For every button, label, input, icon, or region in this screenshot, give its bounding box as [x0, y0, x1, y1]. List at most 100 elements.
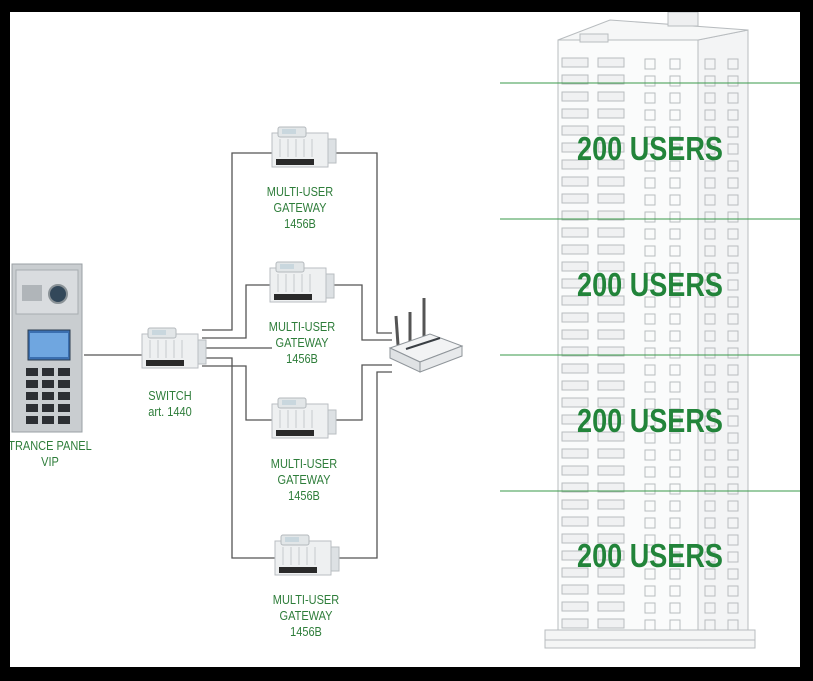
- zone-label-4: 200 USERS: [577, 537, 723, 574]
- window: [727, 58, 739, 70]
- window: [644, 415, 656, 427]
- window: [669, 262, 681, 274]
- window: [644, 551, 656, 563]
- window: [644, 381, 656, 393]
- window: [727, 483, 739, 495]
- window: [727, 109, 739, 121]
- balcony: [561, 431, 589, 442]
- balcony: [561, 125, 589, 136]
- balcony: [561, 414, 589, 425]
- window: [727, 381, 739, 393]
- window: [669, 177, 681, 189]
- window: [669, 602, 681, 614]
- gateway-label-line2: GATEWAY: [275, 336, 329, 350]
- window: [644, 483, 656, 495]
- window: [669, 585, 681, 597]
- window: [669, 381, 681, 393]
- window: [704, 619, 716, 631]
- window: [644, 619, 656, 631]
- balcony: [597, 261, 625, 272]
- window: [727, 517, 739, 529]
- window: [644, 245, 656, 257]
- balcony: [597, 380, 625, 391]
- balcony: [597, 363, 625, 374]
- window: [704, 313, 716, 325]
- window: [669, 296, 681, 308]
- balcony: [597, 244, 625, 255]
- balcony: [561, 567, 589, 578]
- window: [704, 245, 716, 257]
- balcony: [561, 363, 589, 374]
- window: [669, 143, 681, 155]
- balcony: [561, 516, 589, 527]
- switch-label: SWITCH art. 1440: [135, 388, 205, 420]
- diagram-svg: [11, 12, 800, 649]
- balcony: [561, 397, 589, 408]
- window: [644, 534, 656, 546]
- window: [644, 313, 656, 325]
- balcony: [597, 227, 625, 238]
- window: [669, 211, 681, 223]
- balcony: [597, 465, 625, 476]
- balcony: [597, 601, 625, 612]
- window: [644, 228, 656, 240]
- window: [704, 296, 716, 308]
- window: [704, 92, 716, 104]
- window: [669, 398, 681, 410]
- window: [669, 432, 681, 444]
- balcony: [597, 125, 625, 136]
- window: [727, 415, 739, 427]
- window: [727, 194, 739, 206]
- window: [727, 449, 739, 461]
- window: [644, 296, 656, 308]
- window: [669, 500, 681, 512]
- window: [669, 279, 681, 291]
- window: [704, 483, 716, 495]
- balcony: [597, 414, 625, 425]
- gateway-label-line3: 1456B: [286, 352, 318, 366]
- window: [704, 364, 716, 376]
- balcony: [597, 159, 625, 170]
- window: [704, 279, 716, 291]
- window: [727, 279, 739, 291]
- window: [704, 143, 716, 155]
- balcony: [597, 618, 625, 629]
- window: [644, 279, 656, 291]
- balcony: [597, 108, 625, 119]
- window: [704, 58, 716, 70]
- balcony: [561, 482, 589, 493]
- window: [704, 551, 716, 563]
- balcony: [597, 57, 625, 68]
- window: [669, 245, 681, 257]
- balcony: [597, 584, 625, 595]
- window: [704, 347, 716, 359]
- balcony: [561, 91, 589, 102]
- gateway-device-4: [274, 534, 340, 576]
- window: [704, 585, 716, 597]
- window: [669, 313, 681, 325]
- window: [704, 109, 716, 121]
- switch-device: [141, 327, 207, 369]
- entrance-panel-label-line1: TRANCE PANEL: [10, 439, 92, 453]
- diagram-canvas: TRANCE PANEL VIP SWITCH art. 1440 MULTI-…: [10, 12, 800, 667]
- window: [644, 330, 656, 342]
- window: [644, 364, 656, 376]
- gateway-device-3: [271, 397, 337, 439]
- gateway-label-line2: GATEWAY: [273, 201, 327, 215]
- window: [727, 551, 739, 563]
- balcony: [561, 227, 589, 238]
- window: [669, 126, 681, 138]
- window: [669, 466, 681, 478]
- balcony: [561, 550, 589, 561]
- window: [644, 432, 656, 444]
- gateway-label-line1: MULTI-USER: [268, 320, 336, 334]
- balcony: [597, 448, 625, 459]
- window: [644, 194, 656, 206]
- window: [644, 347, 656, 359]
- building-windows: [561, 57, 739, 631]
- window: [727, 330, 739, 342]
- window: [727, 245, 739, 257]
- window: [644, 160, 656, 172]
- balcony: [561, 380, 589, 391]
- window: [727, 500, 739, 512]
